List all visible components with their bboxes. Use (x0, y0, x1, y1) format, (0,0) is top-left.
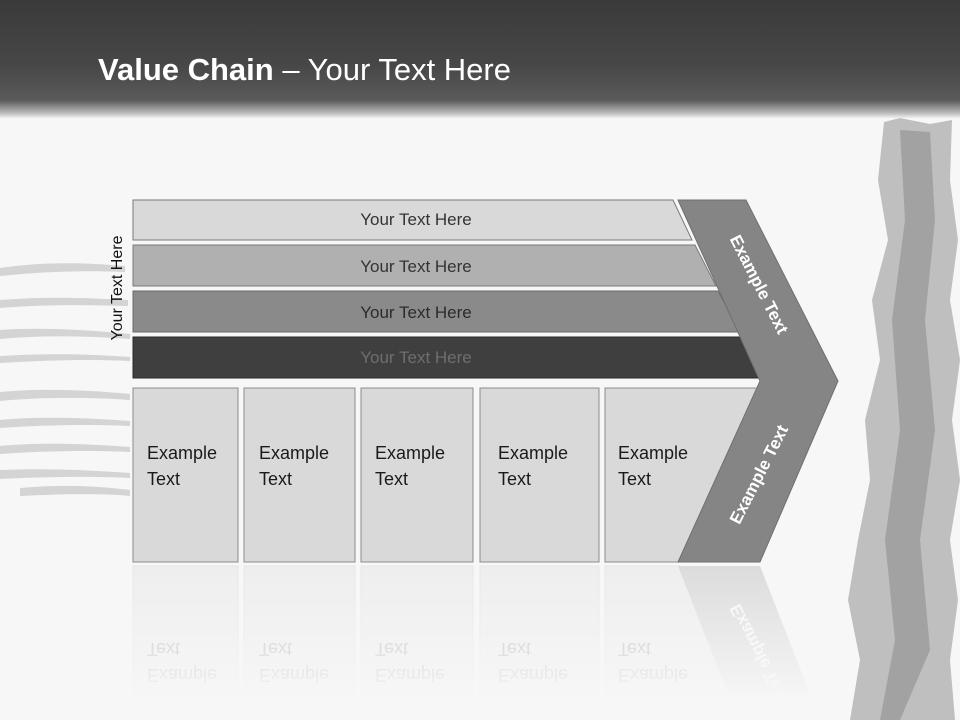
title-bold: Value Chain (98, 52, 274, 87)
box-4-line2: Text (498, 469, 531, 489)
title-rest: – Your Text Here (273, 52, 511, 87)
slide-title[interactable]: Value Chain – Your Text Here (98, 52, 511, 88)
box-1-line2: Text (147, 469, 180, 489)
box-2-line2: Text (259, 469, 292, 489)
box-2[interactable]: Example Text (243, 387, 356, 563)
box-2-line1: Example (259, 443, 329, 463)
side-label[interactable]: Your Text Here (109, 235, 126, 340)
box-5-line2: Text (618, 469, 651, 489)
box-1[interactable]: Example Text (132, 387, 239, 563)
box-3-line2: Text (375, 469, 408, 489)
brush-stroke-right (848, 118, 960, 720)
row-3-label: Your Text Here (360, 303, 472, 322)
row-1[interactable]: Your Text Here (132, 199, 693, 241)
row-2[interactable]: Your Text Here (132, 244, 717, 287)
box-1-line1: Example (147, 443, 217, 463)
row-2-label: Your Text Here (360, 257, 472, 276)
row-1-label: Your Text Here (360, 210, 472, 229)
box-3-line1: Example (375, 443, 445, 463)
row-3[interactable]: Your Text Here (132, 290, 741, 333)
box-4-line1: Example (498, 443, 568, 463)
box-3[interactable]: Example Text (360, 387, 474, 563)
row-4[interactable]: Your Text Here (132, 336, 765, 379)
row-4-label: Your Text Here (360, 348, 472, 367)
box-5-line1: Example (618, 443, 688, 463)
brush-strokes-left (0, 263, 130, 496)
box-4[interactable]: Example Text (479, 387, 600, 563)
header-bar (0, 0, 960, 118)
reflection: Example Text Example Text Example Text E… (120, 563, 840, 706)
